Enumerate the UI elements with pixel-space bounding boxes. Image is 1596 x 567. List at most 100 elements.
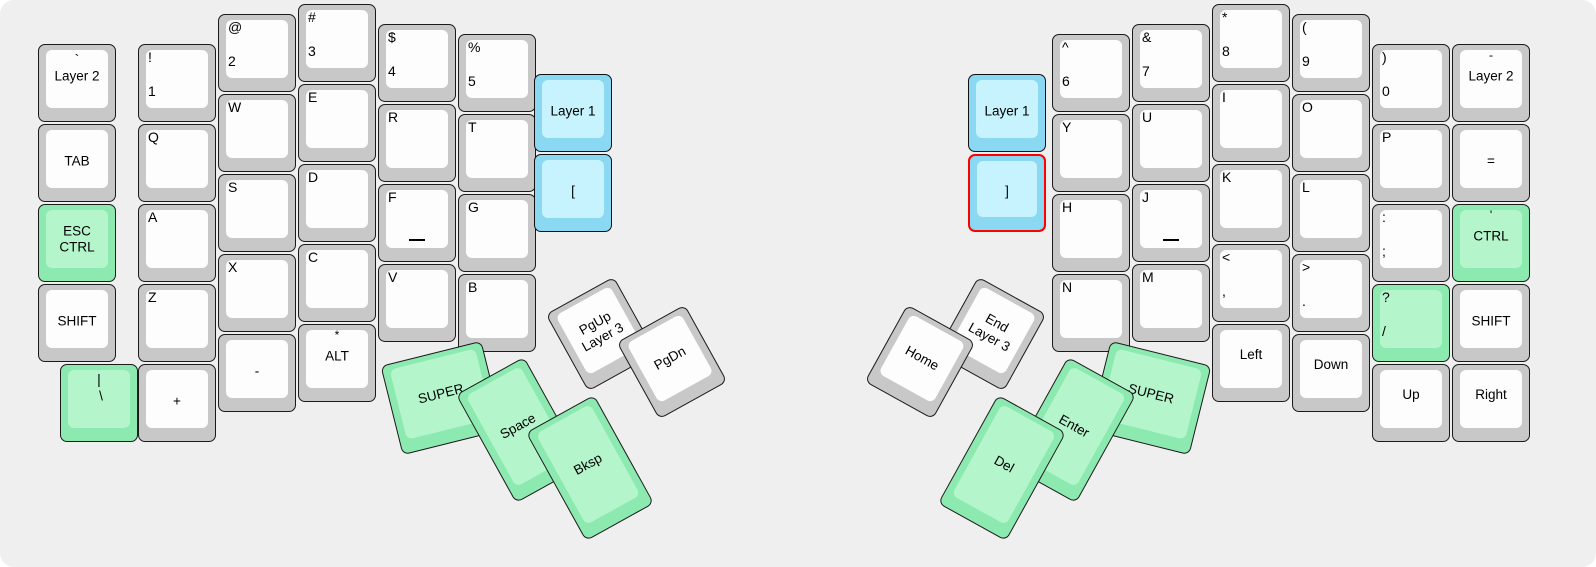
key-1[interactable]: !1: [138, 44, 216, 122]
key-legend-bottom: 4: [388, 63, 396, 79]
key-legend-top: Z: [148, 289, 157, 305]
key-legend-top: J: [1142, 189, 1149, 205]
key-legend-main: Up: [1402, 387, 1420, 402]
key-q[interactable]: Q: [138, 124, 216, 202]
keycap-surface: [1220, 330, 1282, 388]
key-comma[interactable]: <,: [1212, 244, 1290, 322]
key-b[interactable]: B: [458, 274, 536, 352]
key-y[interactable]: Y: [1052, 114, 1130, 192]
key-z[interactable]: Z: [138, 284, 216, 362]
keycap-surface: [306, 330, 368, 388]
keycap-surface: [46, 130, 108, 188]
key-6[interactable]: ^6: [1052, 34, 1130, 112]
key-l[interactable]: L: [1292, 174, 1370, 252]
key-legend-top: %: [468, 39, 481, 55]
key-left[interactable]: Left: [1212, 324, 1290, 402]
key-0[interactable]: )0: [1372, 44, 1450, 122]
key-period[interactable]: >.: [1292, 254, 1370, 332]
key-legend-bottom: 5: [468, 73, 476, 89]
key-alt[interactable]: *ALT: [298, 324, 376, 402]
key-right[interactable]: Right: [1452, 364, 1530, 442]
key-plus[interactable]: +: [138, 364, 216, 442]
key-legend-main: Layer 2: [1468, 68, 1514, 84]
key-e[interactable]: E: [298, 84, 376, 162]
key-legend-top: @: [228, 19, 243, 35]
key-c[interactable]: C: [298, 244, 376, 322]
keycap-surface: [977, 161, 1037, 217]
key-t[interactable]: T: [458, 114, 536, 192]
key-shift[interactable]: SHIFT: [38, 284, 116, 362]
key-pipe-backslash[interactable]: |\: [60, 364, 138, 442]
key-legend-top: ?: [1382, 289, 1390, 305]
key-legend-bottom: ;: [1382, 243, 1386, 259]
key-legend-top: O: [1302, 99, 1313, 115]
key-h[interactable]: H: [1052, 194, 1130, 272]
key-legend-top: :: [1382, 209, 1386, 225]
keycap-surface: [1300, 180, 1362, 238]
key-3[interactable]: #3: [298, 4, 376, 82]
key-g[interactable]: G: [458, 194, 536, 272]
key-layer1-right[interactable]: Layer 1: [968, 74, 1046, 152]
keycap-surface: [976, 80, 1038, 138]
key-d[interactable]: D: [298, 164, 376, 242]
key-down[interactable]: Down: [1292, 334, 1370, 412]
key-esc-ctrl[interactable]: ESC CTRL: [38, 204, 116, 282]
key-u[interactable]: U: [1132, 104, 1210, 182]
key-legend-top: G: [468, 199, 479, 215]
key-tab[interactable]: TAB: [38, 124, 116, 202]
key-minus[interactable]: -: [218, 334, 296, 412]
key-legend-top: `: [74, 51, 80, 67]
key-n[interactable]: N: [1052, 274, 1130, 352]
key-a[interactable]: A: [138, 204, 216, 282]
key-8[interactable]: *8: [1212, 4, 1290, 82]
key-equal[interactable]: =: [1452, 124, 1530, 202]
key-j[interactable]: J: [1132, 184, 1210, 262]
key-legend-top: -: [1489, 48, 1493, 62]
keycap-surface: [146, 210, 208, 268]
key-o[interactable]: O: [1292, 94, 1370, 172]
key-7[interactable]: &7: [1132, 24, 1210, 102]
key-legend-main: \: [99, 388, 103, 404]
key-v[interactable]: V: [378, 264, 456, 342]
keycap-surface: [1300, 20, 1362, 78]
key-legend-main: SHIFT: [57, 313, 97, 329]
key-semicolon[interactable]: :;: [1372, 204, 1450, 282]
key-up[interactable]: Up: [1372, 364, 1450, 442]
key-layer1-left[interactable]: Layer 1: [534, 74, 612, 152]
keycap-surface: [466, 280, 528, 338]
key-9[interactable]: (9: [1292, 14, 1370, 92]
key-f[interactable]: F: [378, 184, 456, 262]
key-bracket-left[interactable]: [: [534, 154, 612, 232]
key-s[interactable]: S: [218, 174, 296, 252]
key-m[interactable]: M: [1132, 264, 1210, 342]
key-i[interactable]: I: [1212, 84, 1290, 162]
key-layer2-right[interactable]: - Layer 2: [1452, 44, 1530, 122]
key-5[interactable]: %5: [458, 34, 536, 112]
key-legend-main: +: [173, 393, 181, 409]
key-legend-main: =: [1487, 153, 1495, 169]
key-p[interactable]: P: [1372, 124, 1450, 202]
key-quote-ctrl[interactable]: 'CTRL: [1452, 204, 1530, 282]
keycap-surface: [1460, 50, 1522, 108]
key-slash[interactable]: ?/: [1372, 284, 1450, 362]
keycap-surface: [1220, 90, 1282, 148]
key-k[interactable]: K: [1212, 164, 1290, 242]
key-w[interactable]: W: [218, 94, 296, 172]
homing-bar-indicator: [409, 239, 425, 241]
key-2[interactable]: @2: [218, 14, 296, 92]
key-layer2[interactable]: `Layer 2: [38, 44, 116, 122]
key-legend-top: L: [1302, 179, 1310, 195]
key-legend-bottom: 7: [1142, 63, 1150, 79]
key-shift-right[interactable]: SHIFT: [1452, 284, 1530, 362]
key-r[interactable]: R: [378, 104, 456, 182]
key-legend-top: Q: [148, 129, 159, 145]
key-legend-top: &: [1142, 29, 1152, 45]
key-bracket-right[interactable]: ]: [968, 154, 1046, 232]
key-x[interactable]: X: [218, 254, 296, 332]
key-4[interactable]: $4: [378, 24, 456, 102]
keycap-surface: [1140, 30, 1202, 88]
